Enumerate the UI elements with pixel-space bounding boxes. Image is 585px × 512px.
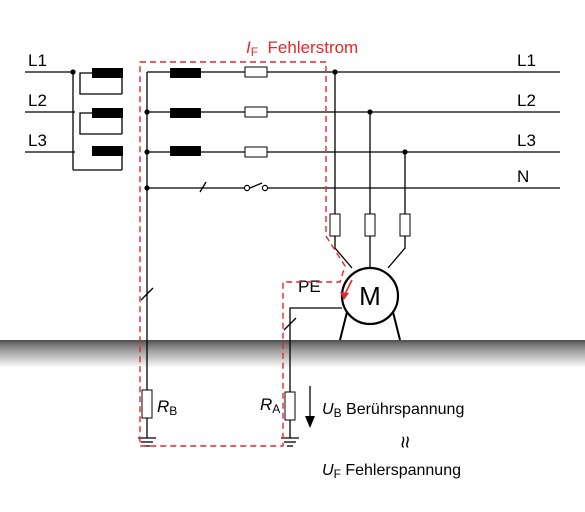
label-right-n: N bbox=[517, 167, 529, 186]
ub-label: UB Berührspannung bbox=[322, 401, 464, 420]
pe-label: PE bbox=[298, 277, 321, 296]
resistor-rb: RB bbox=[138, 287, 177, 447]
ra-label: RA bbox=[260, 395, 280, 416]
transformer-secondary bbox=[144, 68, 201, 390]
pe-conductor: PE bbox=[283, 277, 342, 392]
label-right-l1: L1 bbox=[517, 51, 536, 70]
motor-fuse-3 bbox=[399, 213, 411, 237]
motor-label: M bbox=[359, 281, 381, 311]
motor-fuse-1 bbox=[329, 213, 341, 237]
uf-label: UF Fehlerspannung bbox=[322, 462, 461, 481]
voltage-arrow bbox=[305, 386, 315, 428]
label-left-l2: L2 bbox=[28, 91, 47, 110]
left-line-labels: L1 L2 L3 bbox=[28, 51, 47, 150]
fuse-l3 bbox=[244, 146, 268, 158]
transformer-primary-windings bbox=[79, 68, 123, 170]
label-right-l2: L2 bbox=[517, 91, 536, 110]
resistor-ra: RA bbox=[260, 391, 299, 447]
label-left-l1: L1 bbox=[28, 51, 47, 70]
voltage-labels: UB Berührspannung ≈ UF Fehlerspannung bbox=[322, 401, 464, 481]
motor-supply bbox=[329, 69, 411, 269]
right-line-labels: L1 L2 L3 N bbox=[517, 51, 536, 186]
label-right-l3: L3 bbox=[517, 131, 536, 150]
busbars bbox=[147, 66, 560, 193]
ground-surface bbox=[0, 340, 585, 368]
label-left-l3: L3 bbox=[28, 131, 47, 150]
approx-symbol: ≈ bbox=[393, 436, 418, 448]
fault-current-label: IF Fehlerstrom bbox=[246, 38, 358, 59]
fault-current-path: IF Fehlerstrom bbox=[139, 38, 358, 447]
motor: M bbox=[339, 266, 401, 341]
motor-fuse-2 bbox=[364, 213, 376, 237]
fuse-l2 bbox=[244, 106, 268, 118]
left-supply-lines bbox=[25, 69, 122, 171]
rb-label: RB bbox=[157, 397, 177, 418]
fuse-l1 bbox=[244, 66, 268, 78]
